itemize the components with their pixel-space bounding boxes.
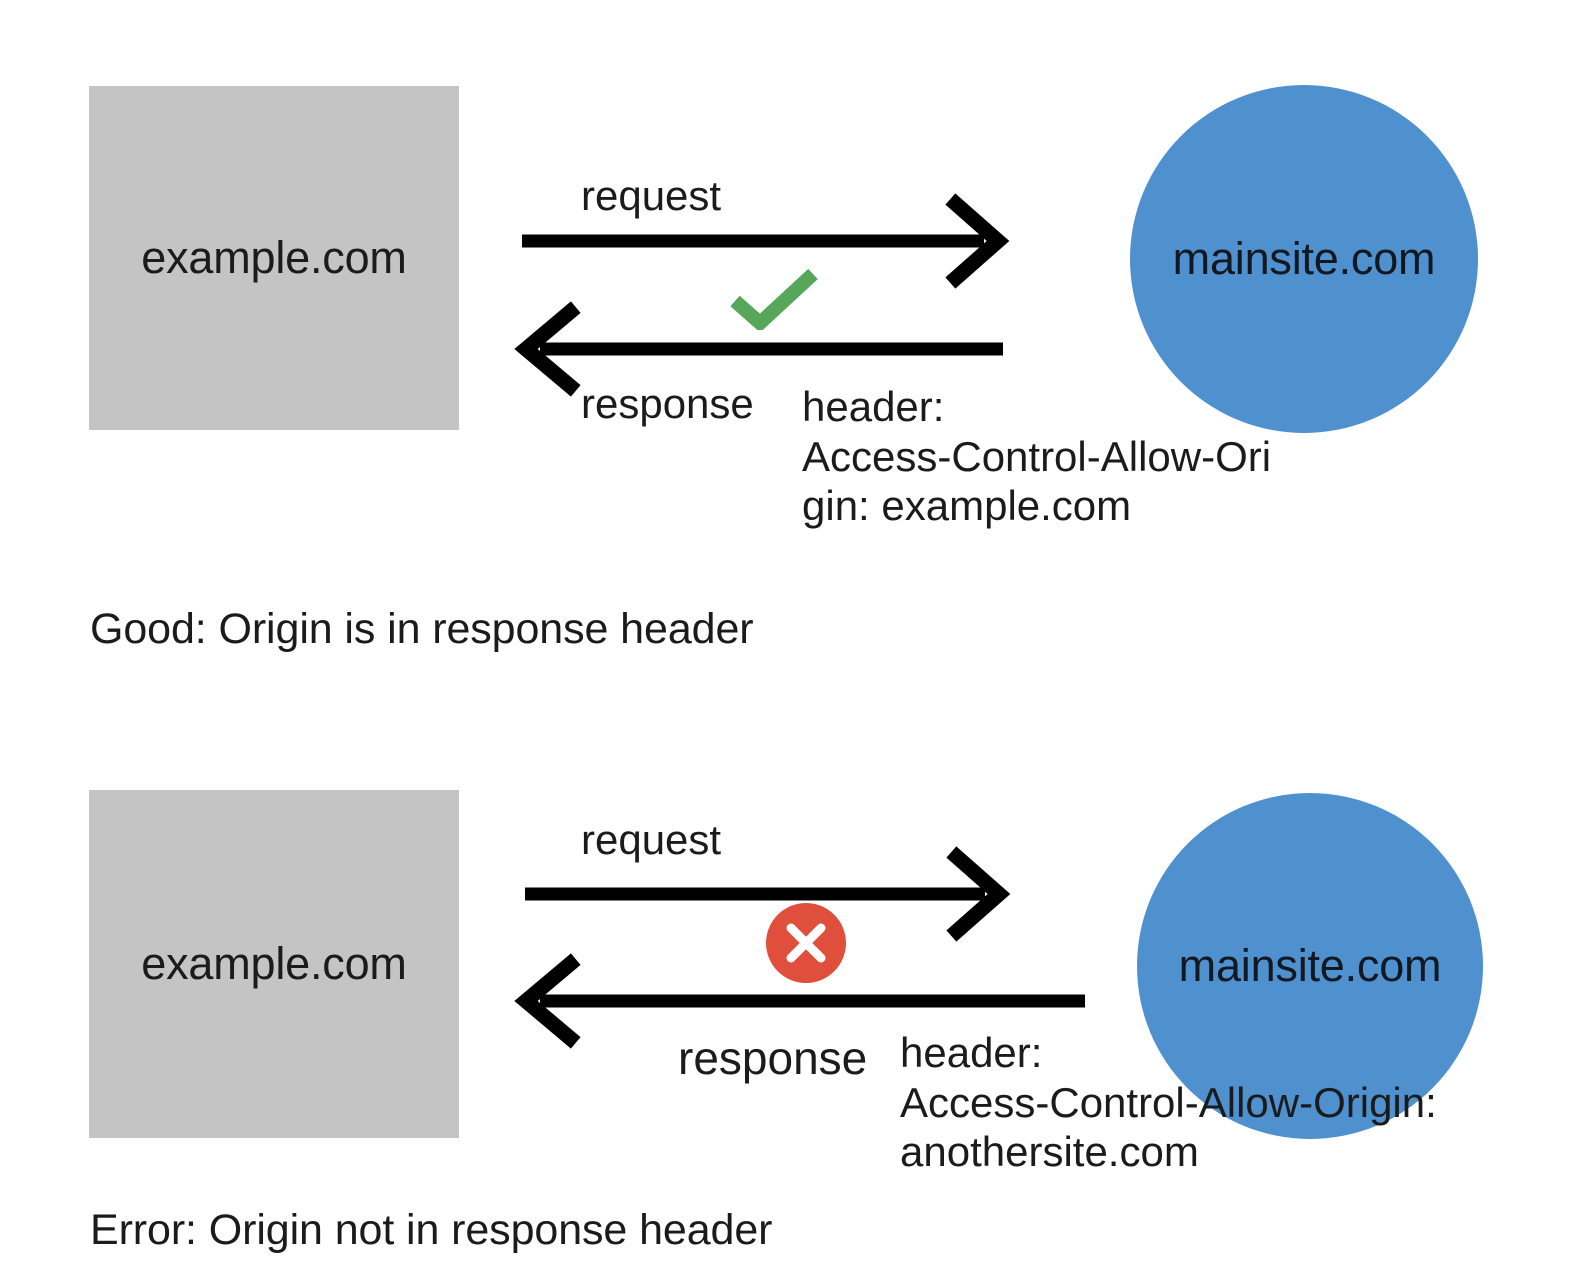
client-node-label: example.com: [141, 232, 407, 283]
response-header-text-error: header: Access-Control-Allow-Origin: ano…: [900, 1028, 1520, 1177]
request-arrow-good: [522, 193, 1010, 289]
server-node-label: mainsite.com: [1178, 940, 1442, 991]
response-arrow-good: [514, 301, 1003, 397]
server-node-error: mainsite.com: [1137, 793, 1483, 1139]
header-line: header:: [900, 1029, 1043, 1076]
server-node-good: mainsite.com: [1130, 85, 1478, 433]
response-label-good: response: [581, 380, 754, 427]
request-label-good: request: [581, 172, 722, 219]
cross-icon: [765, 902, 847, 984]
check-icon: [727, 268, 821, 330]
header-line: header:: [802, 383, 945, 430]
header-line: Access-Control-Allow-Ori: [802, 432, 1272, 480]
client-node-label: example.com: [141, 938, 407, 989]
response-label-error: response: [678, 1032, 868, 1084]
client-node-error: example.com: [89, 790, 459, 1138]
header-line: gin: example.com: [802, 482, 1132, 530]
header-line: anothersite.com: [900, 1128, 1199, 1176]
caption-error: Error: Origin not in response header: [90, 1206, 773, 1254]
header-line: Access-Control-Allow-Origin:: [900, 1078, 1437, 1126]
caption-good: Good: Origin is in response header: [90, 605, 754, 653]
client-node-good: example.com: [89, 86, 459, 430]
server-node-label: mainsite.com: [1172, 233, 1436, 284]
request-arrow-error: [525, 846, 1011, 942]
request-label-error: request: [581, 816, 722, 863]
response-header-text-good: header: Access-Control-Allow-Ori gin: ex…: [802, 382, 1402, 531]
response-arrow-error: [514, 953, 1085, 1049]
